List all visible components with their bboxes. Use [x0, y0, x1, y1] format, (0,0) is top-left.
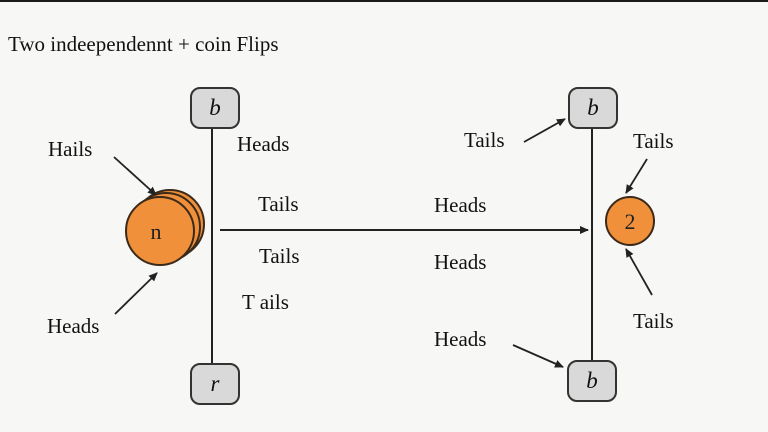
arrow-heads-to-coin: [114, 272, 158, 315]
diagram-title: Two indeependennt + coin Flips: [8, 32, 279, 56]
label-tails-mid-1: Tails: [258, 192, 299, 216]
node-top-right: b: [568, 87, 618, 129]
label-heads-mid-1: Heads: [434, 193, 486, 217]
label-heads-left-top: Heads: [237, 132, 289, 156]
arrow-tails-to-right-coin-top: [625, 158, 648, 194]
coin-right-label: 2: [625, 209, 636, 234]
label-hails: Hails: [48, 137, 92, 161]
label-heads-mid-2: Heads: [434, 250, 486, 274]
node-bottom-left-label: r: [211, 371, 221, 396]
label-tails-mid-2: Tails: [259, 244, 300, 268]
node-bottom-right-label: b: [586, 368, 598, 393]
node-top-left: b: [190, 87, 240, 129]
coin-right: 2: [605, 196, 655, 246]
label-tails-mid-3: T ails: [242, 290, 289, 314]
node-bottom-left: r: [190, 363, 240, 405]
label-tails-right-bottom: Tails: [633, 309, 674, 333]
label-heads-right-bottom: Heads: [434, 327, 486, 351]
label-heads-left-bottom: Heads: [47, 314, 99, 338]
node-top-right-label: b: [587, 95, 599, 120]
node-bottom-right: b: [567, 360, 617, 402]
coin-stack-left: n: [125, 189, 205, 266]
arrow-tails-to-top-right-node: [523, 118, 566, 143]
arrow-hails-to-coin: [113, 156, 157, 196]
coin-left-label: n: [151, 219, 162, 244]
label-tails-right-top-left: Tails: [464, 128, 505, 152]
arrow-tails-to-right-coin-bottom: [625, 248, 653, 296]
label-tails-right-top: Tails: [633, 129, 674, 153]
node-top-left-label: b: [209, 95, 221, 120]
arrow-heads-to-bottom-right-node: [512, 344, 564, 368]
